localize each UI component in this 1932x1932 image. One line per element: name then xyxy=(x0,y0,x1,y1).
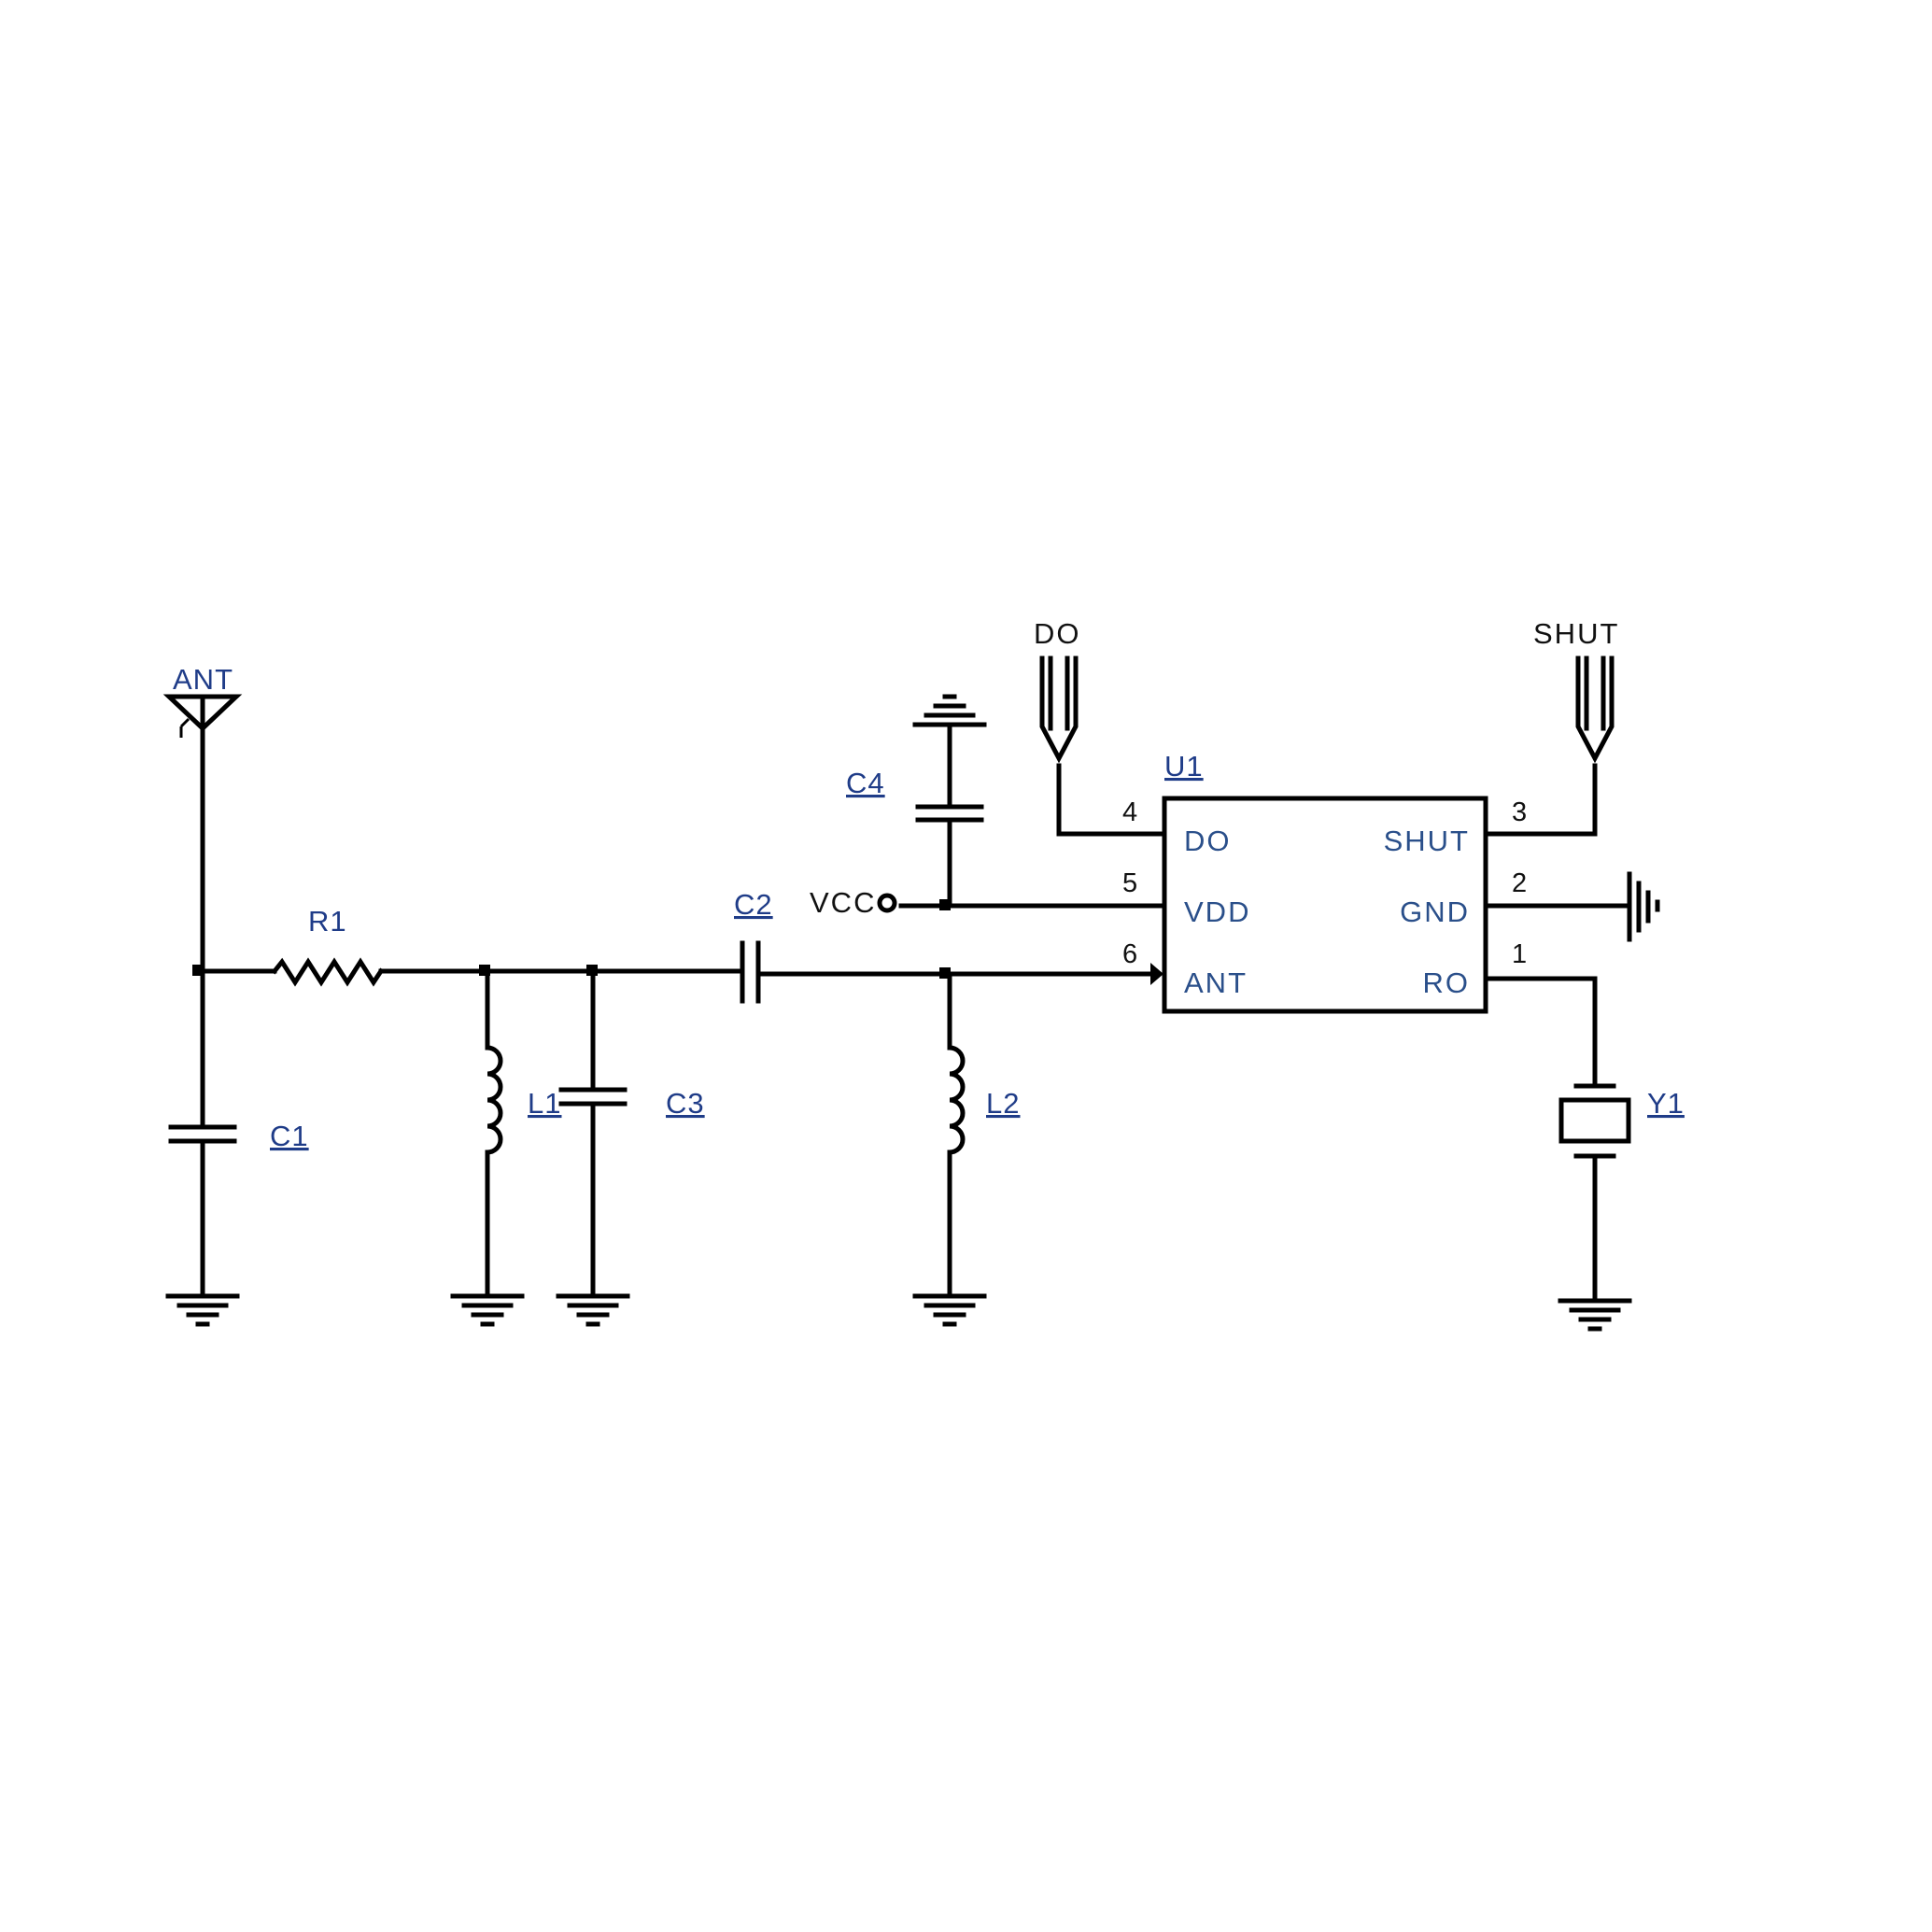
u1-pin-ant-name: ANT xyxy=(1184,966,1248,999)
capacitor-c2 xyxy=(593,940,1153,1004)
u1-label: U1 xyxy=(1164,750,1204,783)
u1-pin-gnd-name: GND xyxy=(1400,895,1470,928)
ground-symbol-u1-gnd xyxy=(1485,871,1660,942)
c3-label: C3 xyxy=(666,1087,705,1120)
ground-symbol-c3 xyxy=(556,1293,630,1327)
u1-pin3-number: 3 xyxy=(1512,797,1527,827)
u1-pin-do-name: DO xyxy=(1184,825,1232,857)
ground-symbol-l1 xyxy=(450,1293,525,1327)
antenna-label: ANT xyxy=(173,663,233,696)
y1-label: Y1 xyxy=(1647,1087,1685,1120)
r1-label: R1 xyxy=(308,905,347,938)
crystal-y1 xyxy=(1485,976,1631,1301)
ant-pin-arrow xyxy=(1150,963,1163,985)
u1-pin4-number: 4 xyxy=(1122,797,1137,827)
u1-pin1-number: 1 xyxy=(1512,939,1527,969)
vcc-port-terminal xyxy=(877,893,897,913)
do-port-label: DO xyxy=(1034,617,1081,650)
ground-symbol-l2 xyxy=(912,1293,987,1327)
resistor-r1 xyxy=(200,957,599,987)
ground-symbol-c1 xyxy=(165,1293,240,1327)
l2-label: L2 xyxy=(986,1087,1020,1120)
ground-symbol-c4 xyxy=(912,694,987,727)
shut-port-symbol xyxy=(1485,656,1615,837)
c2-label: C2 xyxy=(734,888,773,921)
u1-pin-ro-name: RO xyxy=(1423,966,1471,999)
capacitor-c4 xyxy=(915,724,984,909)
l1-label: L1 xyxy=(528,1087,561,1120)
c4-label: C4 xyxy=(846,767,885,799)
capacitor-c1 xyxy=(168,968,237,1296)
inductor-l1 xyxy=(485,968,503,1296)
shut-port-label: SHUT xyxy=(1533,617,1619,650)
u1-pin5-number: 5 xyxy=(1122,868,1137,898)
u1-pin6-number: 6 xyxy=(1122,939,1137,969)
capacitor-c3 xyxy=(558,968,628,1296)
inductor-l2 xyxy=(947,971,966,1296)
do-port-symbol xyxy=(1039,656,1165,837)
u1-pin-vdd-name: VDD xyxy=(1184,895,1250,928)
antenna-symbol xyxy=(162,694,243,974)
ground-symbol-y1 xyxy=(1558,1298,1632,1332)
vcc-port-label: VCC xyxy=(810,886,876,919)
u1-pin2-number: 2 xyxy=(1512,868,1527,898)
c1-label: C1 xyxy=(270,1120,309,1152)
u1-pin-shut-name: SHUT xyxy=(1384,825,1470,857)
